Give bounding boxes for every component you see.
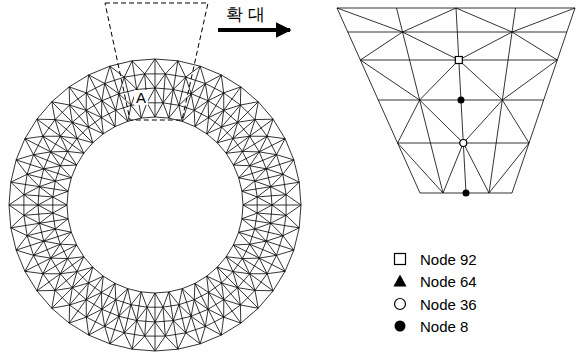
region-outline — [105, 3, 208, 120]
legend-text: Node 8 — [420, 318, 468, 335]
legend-row: Node 8 — [390, 317, 468, 335]
magnify-arrow — [218, 28, 290, 32]
legend-text: Node 64 — [420, 273, 477, 290]
legend-text: Node 92 — [420, 251, 477, 268]
legend-symbol — [390, 250, 410, 268]
legend-row: Node 92 — [390, 250, 477, 268]
legend-text: Node 36 — [420, 296, 477, 313]
node-markers — [455, 57, 469, 197]
magnify-label: 확 대 — [226, 6, 265, 23]
region-letter: A — [134, 90, 148, 105]
legend-row: Node 64 — [390, 272, 477, 290]
ring-mesh — [9, 59, 301, 351]
legend-row: Node 36 — [390, 295, 477, 313]
legend-symbol — [390, 272, 410, 290]
zoom-mesh — [337, 8, 575, 193]
legend-symbol — [390, 317, 410, 335]
legend-symbol — [390, 295, 410, 313]
